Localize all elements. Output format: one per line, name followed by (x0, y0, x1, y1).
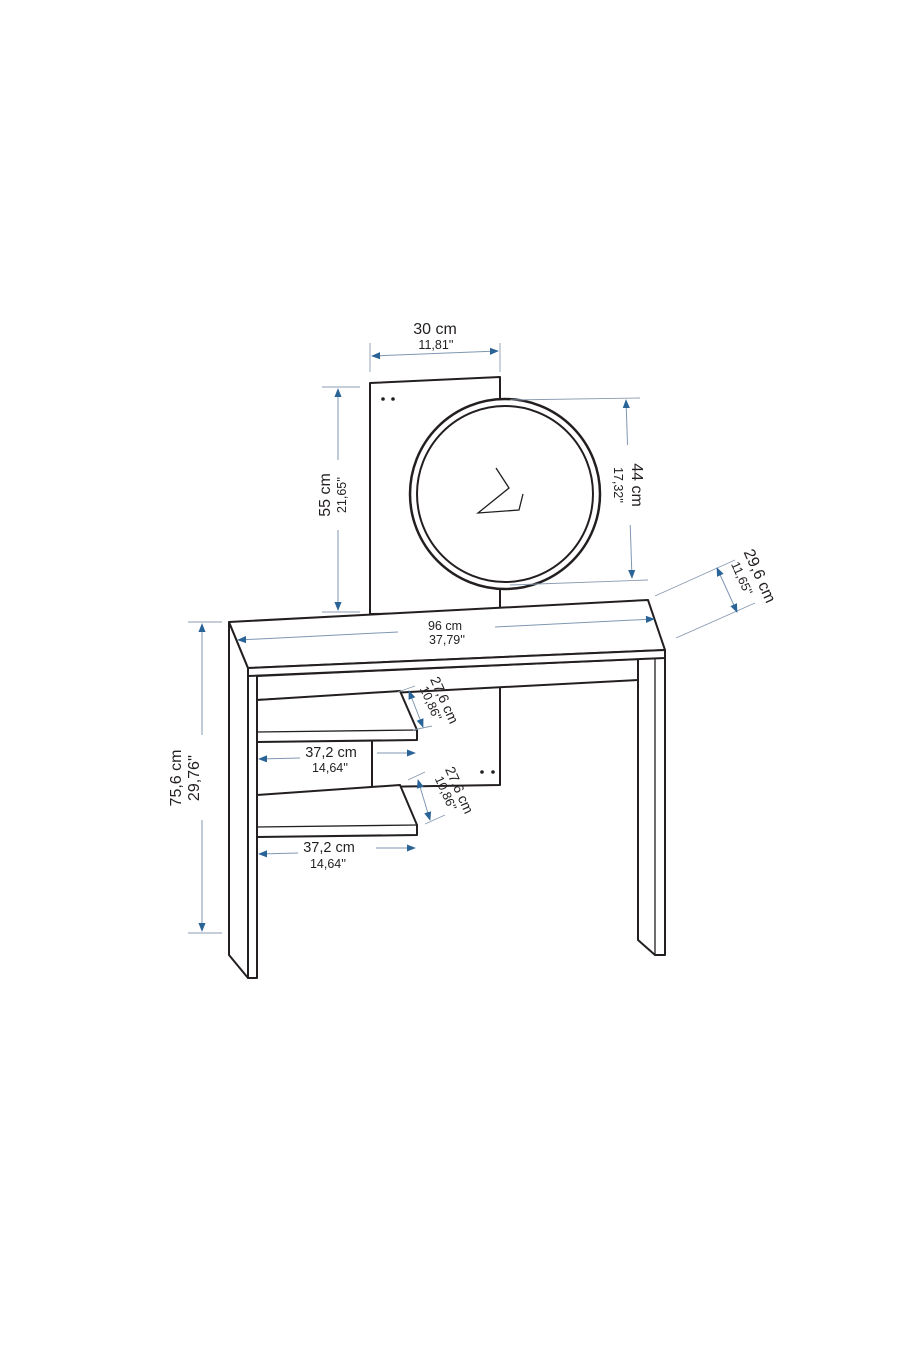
dim-backpanel-width: 30 cm 11,81'' (369, 321, 501, 372)
upper-shelf (256, 690, 418, 743)
dim-mirror-diameter: 44 cm 17,32'' (509, 397, 649, 586)
dim-label-in: 21,65'' (335, 477, 349, 513)
dim-label-cm: 37,2 cm (303, 840, 355, 856)
dim-label-cm: 37,2 cm (305, 745, 357, 761)
dim-depth: 29,6 cm 11,65'' (654, 547, 778, 639)
dim-label-in: 17,32'' (611, 467, 625, 503)
round-mirror (408, 397, 602, 591)
dim-label-cm: 75,6 cm (168, 750, 185, 807)
dim-label-in: 37,79'' (429, 633, 465, 647)
lower-shelf (256, 784, 418, 838)
table-frame (228, 599, 666, 979)
dim-label-in: 14,64'' (312, 761, 348, 775)
dim-label-cm: 30 cm (413, 321, 457, 338)
dim-label-in: 29,76'' (186, 755, 203, 801)
dim-label-cm: 55 cm (317, 473, 334, 517)
dim-height: 75,6 cm 29,76'' (168, 621, 222, 934)
dim-backpanel-height: 55 cm 21,65'' (317, 386, 360, 613)
dim-top-width: 96 cm 37,79'' (237, 615, 655, 647)
dim-label-cm: 96 cm (428, 619, 462, 633)
dim-label-in: 11,81'' (418, 338, 453, 352)
dim-shelf1-width: 37,2 cm 14,64'' (258, 745, 416, 775)
dim-shelf2-width: 37,2 cm 14,64'' (258, 840, 416, 871)
dim-label-in: 14,64'' (310, 857, 346, 871)
dim-label-cm: 44 cm (628, 463, 645, 507)
